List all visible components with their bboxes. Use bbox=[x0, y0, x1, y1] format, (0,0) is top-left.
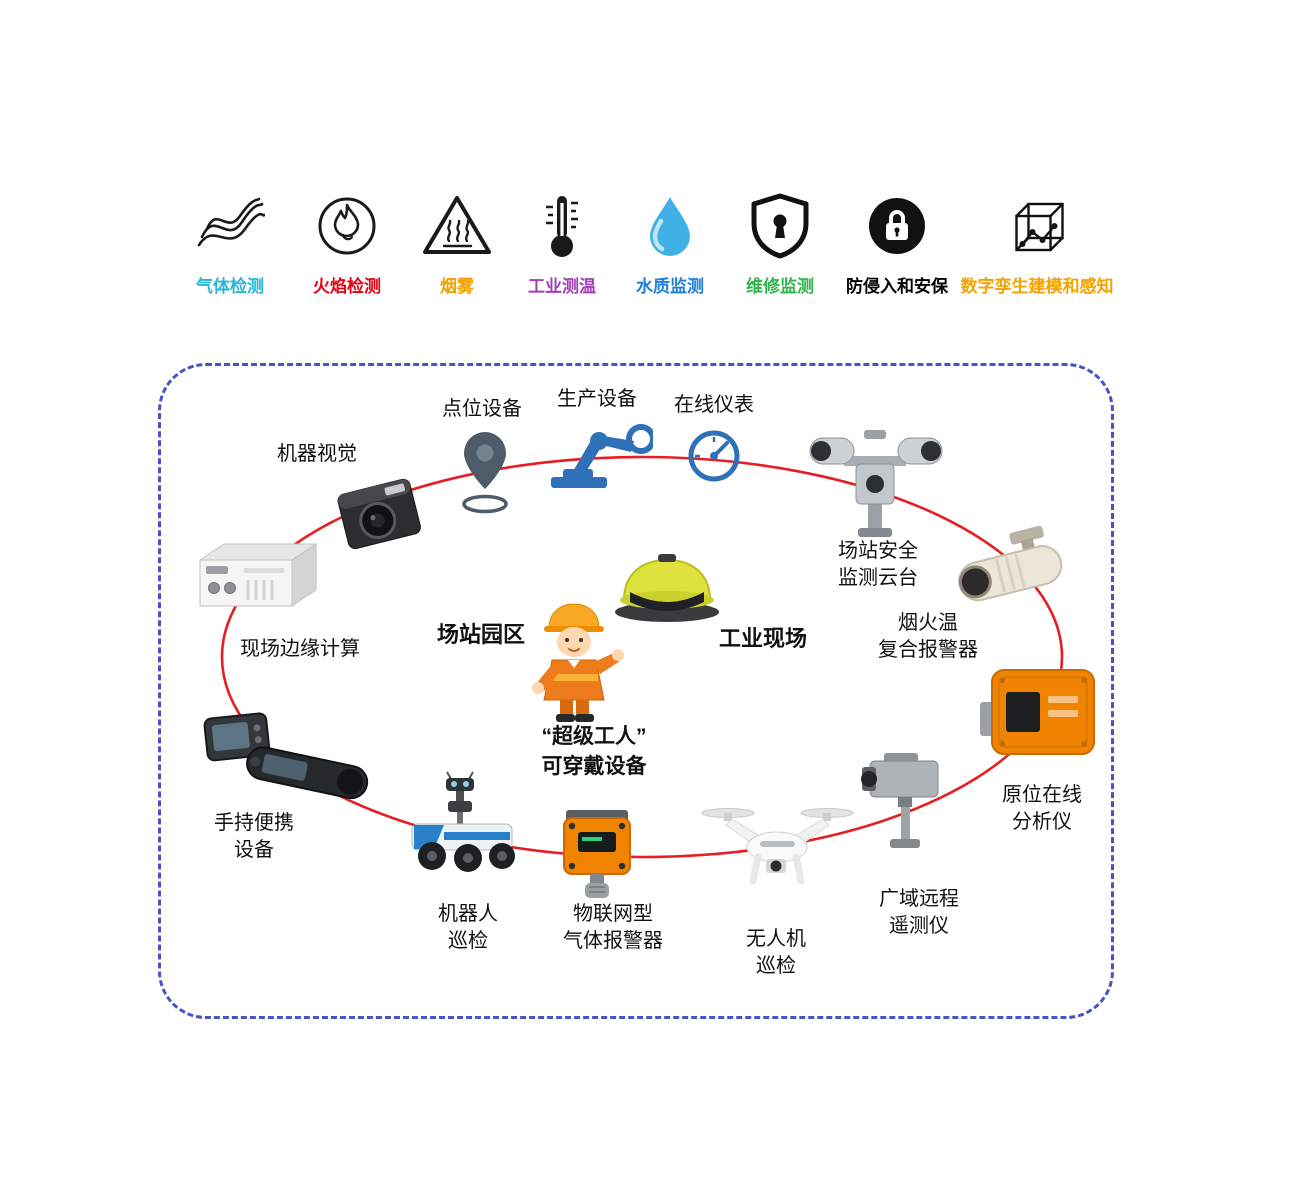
industrial-site-title: 工业现场 bbox=[718, 626, 808, 651]
station-ptz-label: 场站安全 监测云台 bbox=[838, 540, 918, 589]
gas-detection-icon bbox=[194, 190, 266, 262]
legend-item-flame-detection: 火焰检测 bbox=[311, 190, 383, 297]
legend-item-security: 防侵入和安保 bbox=[846, 190, 948, 297]
super-worker-image bbox=[518, 592, 630, 726]
legend-label: 水质监测 bbox=[636, 277, 704, 296]
legend-item-water-quality: 水质监测 bbox=[634, 190, 706, 297]
smoke-icon bbox=[421, 190, 493, 262]
security-lock-icon bbox=[861, 190, 933, 262]
legend-item-gas-detection: 气体检测 bbox=[194, 190, 266, 297]
remote-telemetry-label: 广域远程 遥测仪 bbox=[879, 888, 959, 937]
handheld-device-image bbox=[198, 708, 380, 806]
station-ptz-image bbox=[806, 426, 946, 540]
flame-temp-alarm-image bbox=[948, 522, 1074, 617]
insitu-analyzer-image bbox=[978, 660, 1102, 765]
legend-label: 数字孪生建模和感知 bbox=[960, 277, 1114, 296]
legend-label: 烟雾 bbox=[440, 277, 474, 296]
smart-helmet-image bbox=[608, 548, 726, 624]
iot-gas-alarm-image bbox=[552, 806, 642, 902]
legend-item-maintenance: 维修监测 bbox=[744, 190, 816, 297]
robot-patrol-label: 机器人 巡检 bbox=[438, 903, 498, 952]
digital-twin-cube-icon bbox=[1001, 190, 1073, 262]
point-device-label: 点位设备 bbox=[442, 398, 522, 420]
drone-patrol-label: 无人机 巡检 bbox=[746, 928, 806, 977]
maintenance-shield-icon bbox=[744, 190, 816, 262]
diagram-boundary bbox=[158, 363, 1114, 1019]
insitu-analyzer-label: 原位在线 分析仪 bbox=[1002, 784, 1082, 833]
legend-label: 防侵入和安保 bbox=[846, 277, 948, 296]
production-equipment-label: 生产设备 bbox=[557, 388, 637, 410]
machine-vision-label: 机器视觉 bbox=[277, 443, 357, 465]
legend-label: 气体检测 bbox=[196, 277, 264, 296]
super-worker-caption: “超级工人” 可穿戴设备 bbox=[541, 725, 647, 778]
industrial-thermometer-icon bbox=[526, 190, 598, 262]
online-instrument-image bbox=[686, 428, 742, 484]
water-quality-icon bbox=[634, 190, 706, 262]
legend-label: 工业测温 bbox=[528, 277, 596, 296]
robot-patrol-image bbox=[402, 770, 527, 878]
online-instrument-label: 在线仪表 bbox=[674, 394, 754, 416]
flame-temp-alarm-label: 烟火温 复合报警器 bbox=[878, 612, 978, 661]
legend-item-smoke: 烟雾 bbox=[421, 190, 493, 297]
drone-patrol-image bbox=[700, 795, 855, 893]
remote-telemetry-image bbox=[856, 745, 956, 853]
edge-computing-label: 现场边缘计算 bbox=[240, 638, 360, 660]
production-equipment-image bbox=[545, 414, 656, 492]
station-park-title: 场站园区 bbox=[436, 622, 526, 647]
handheld-device-label: 手持便携 设备 bbox=[214, 812, 294, 861]
legend-item-digital-twin: 数字孪生建模和感知 bbox=[961, 190, 1114, 297]
point-device-image bbox=[452, 428, 518, 520]
flame-detection-icon bbox=[311, 190, 383, 262]
iot-gas-alarm-label: 物联网型 气体报警器 bbox=[563, 903, 663, 952]
machine-vision-image bbox=[332, 468, 427, 558]
edge-computing-image bbox=[190, 530, 322, 618]
legend-label: 维修监测 bbox=[746, 277, 814, 296]
legend-item-industrial-temperature: 工业测温 bbox=[526, 190, 598, 297]
legend-label: 火焰检测 bbox=[313, 277, 381, 296]
